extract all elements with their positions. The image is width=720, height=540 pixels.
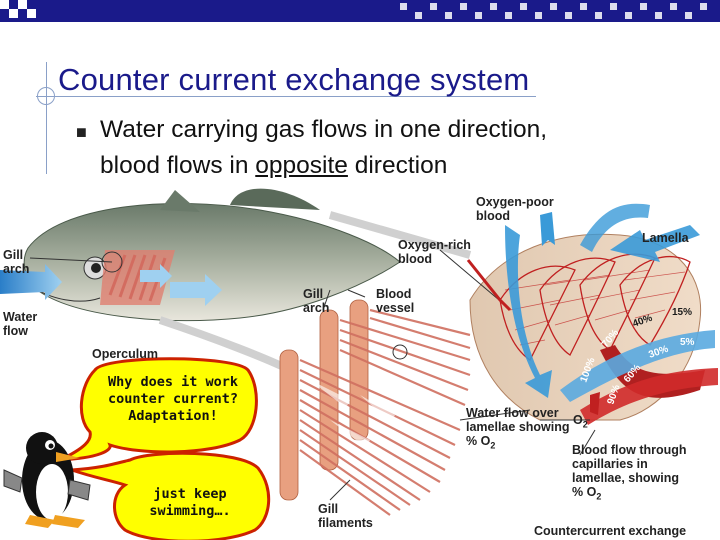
label-water-over-lamellae: Water flow over lamellae showing % O2	[466, 406, 570, 451]
water-arrows-left	[0, 264, 222, 306]
lamella-illustration	[469, 203, 718, 425]
bubble-answer-text: just keep swimming….	[149, 486, 231, 519]
bullet-line-2-pre: blood flows in	[100, 152, 256, 179]
speech-bubble-answer	[71, 451, 271, 540]
bullet-line-1: Water carrying gas flows in one directio…	[100, 116, 548, 143]
label-gill-filaments: Gill filaments	[318, 502, 373, 530]
percent-water-1: 15%	[672, 307, 692, 318]
svg-text:5%: 5%	[680, 337, 695, 348]
label-blood-vessel: Blood vessel	[376, 287, 415, 315]
speech-bubble-question	[59, 357, 258, 462]
bullet-text: Water carrying gas flows in one directio…	[100, 112, 710, 184]
bullet-underlined-word: opposite	[255, 152, 348, 179]
diagram-caption: Countercurrent exchange	[534, 524, 687, 538]
label-gill-arch-left: Gill arch	[3, 248, 30, 276]
top-decorative-bar	[0, 0, 720, 22]
bullet-square-icon: ■	[76, 122, 87, 142]
label-water-flow-left: Water flow	[3, 310, 38, 338]
label-operculum: Operculum	[92, 347, 158, 361]
label-oxygen-poor-blood: Oxygen-poor blood	[476, 195, 554, 223]
label-o2: O2	[573, 413, 588, 430]
decorative-horizontal-line	[36, 96, 536, 97]
penguin-clipart	[3, 432, 91, 528]
label-lamella: Lamella	[642, 231, 689, 245]
label-gill-arch-mid: Gill arch	[303, 287, 330, 315]
label-blood-through-capillaries: Blood flow through capillaries in lamell…	[572, 443, 687, 502]
bubble-question-text: Why does it work counter current? Adapta…	[107, 374, 239, 424]
decorative-circle	[37, 87, 55, 105]
gill-filaments-illustration	[279, 299, 471, 516]
fish-illustration	[23, 188, 401, 322]
decorative-vertical-line	[46, 62, 47, 174]
label-oxygen-rich-blood: Oxygen-rich blood	[398, 238, 471, 266]
bullet-line-2-post: direction	[347, 152, 448, 179]
slide-title: Counter current exchange system	[58, 62, 530, 97]
